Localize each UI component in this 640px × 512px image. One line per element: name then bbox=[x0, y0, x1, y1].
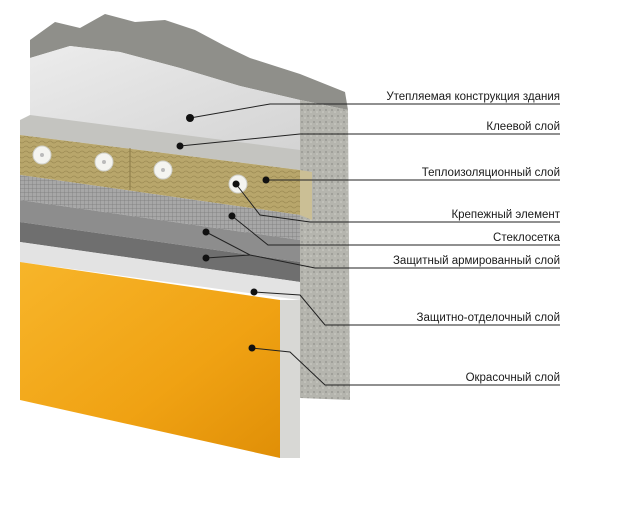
pointer-dots bbox=[176, 114, 270, 352]
label-wall: Утепляемая конструкция здания bbox=[386, 91, 560, 103]
finishing-layer bbox=[20, 242, 300, 300]
label-adhesive: Клеевой слой bbox=[486, 121, 560, 133]
leader-reinforced-2 bbox=[205, 254, 251, 259]
label-finishing: Защитно-отделочный слой bbox=[417, 312, 560, 324]
layer-labels: Утепляемая конструкция здания Клеевой сл… bbox=[386, 91, 560, 384]
label-insulation: Теплоизоляционный слой bbox=[422, 167, 560, 179]
leader-mesh bbox=[231, 215, 560, 246]
leader-reinforced bbox=[205, 231, 560, 269]
label-mesh: Стеклосетка bbox=[493, 232, 561, 244]
leader-paint bbox=[251, 347, 560, 386]
dot-dowel bbox=[232, 180, 240, 188]
mesh-layer bbox=[20, 175, 300, 282]
paint-layer bbox=[20, 262, 300, 458]
leader-adhesive bbox=[179, 133, 560, 147]
wall-structure bbox=[30, 14, 350, 400]
dot-finishing bbox=[250, 288, 258, 296]
dot-insulation bbox=[262, 176, 270, 184]
label-dowel: Крепежный элемент bbox=[451, 209, 560, 221]
dowel-group bbox=[32, 145, 248, 194]
label-paint: Окрасочный слой bbox=[466, 372, 560, 384]
leader-lines bbox=[179, 103, 560, 386]
wall-side-face bbox=[300, 100, 350, 400]
leader-dowel bbox=[235, 183, 560, 223]
dowel-icon bbox=[153, 160, 173, 180]
dot-reinforced-2 bbox=[202, 254, 210, 262]
dowel-icon bbox=[94, 152, 114, 172]
dowel-icon bbox=[32, 145, 52, 165]
adhesive-layer bbox=[20, 115, 300, 170]
dot-adhesive bbox=[176, 142, 184, 150]
dot-reinforced bbox=[202, 228, 210, 236]
label-reinforced: Защитный армированный слой bbox=[393, 255, 560, 267]
dot-paint bbox=[248, 344, 256, 352]
leader-finishing bbox=[253, 291, 560, 326]
wall-front-face bbox=[30, 46, 348, 170]
leader-wall bbox=[189, 103, 560, 119]
dot-wall bbox=[186, 114, 194, 122]
wall-top-edge bbox=[30, 14, 348, 110]
dot-mesh bbox=[228, 212, 236, 220]
